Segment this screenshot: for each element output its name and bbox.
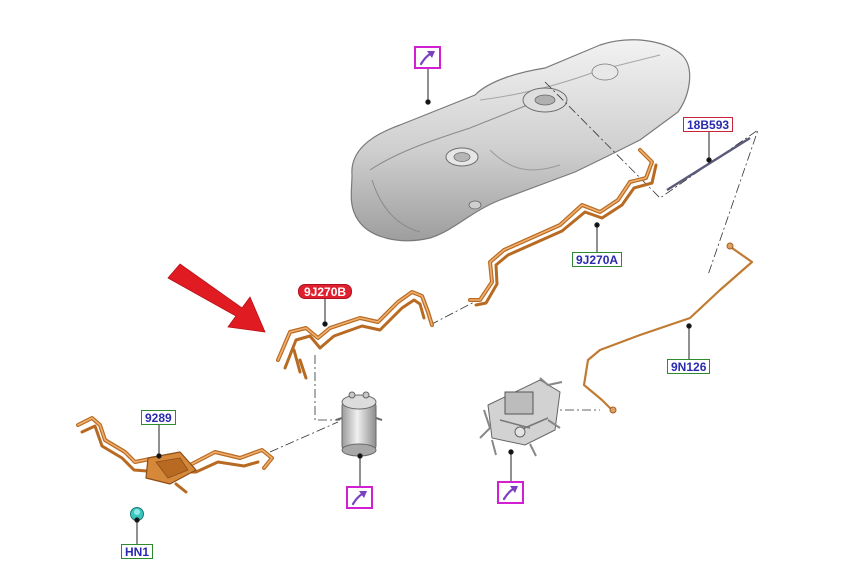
fuel-pump-link-button[interactable] bbox=[497, 481, 524, 504]
red-arrow-icon bbox=[167, 263, 266, 333]
part-18b593-rod[interactable] bbox=[666, 136, 751, 192]
fuel-line-9j270a[interactable] bbox=[468, 148, 658, 307]
fuel-tank-link-button[interactable] bbox=[414, 46, 441, 69]
fuel-pump-module[interactable] bbox=[479, 377, 563, 457]
arrow-link-icon bbox=[419, 51, 435, 66]
callout-hn1[interactable]: HN1 bbox=[121, 544, 154, 559]
callout-9n126[interactable]: 9N126 bbox=[667, 359, 711, 374]
fuel-line-9289[interactable] bbox=[76, 416, 274, 494]
callout-9j270b[interactable]: 9J270B bbox=[298, 284, 353, 299]
fuel-tank[interactable] bbox=[350, 39, 691, 242]
callout-9j270a[interactable]: 9J270A bbox=[572, 252, 623, 267]
callout-18b593[interactable]: 18B593 bbox=[683, 117, 734, 132]
arrow-link-icon bbox=[502, 486, 518, 501]
leader-lines bbox=[134, 68, 712, 544]
callout-9289[interactable]: 9289 bbox=[141, 410, 176, 425]
fuel-line-9j270b[interactable] bbox=[276, 290, 434, 380]
fuel-filter[interactable] bbox=[335, 391, 383, 457]
fuel-line-9n126[interactable] bbox=[582, 242, 754, 414]
arrow-link-icon bbox=[351, 491, 367, 506]
fuel-filter-link-button[interactable] bbox=[346, 486, 373, 509]
